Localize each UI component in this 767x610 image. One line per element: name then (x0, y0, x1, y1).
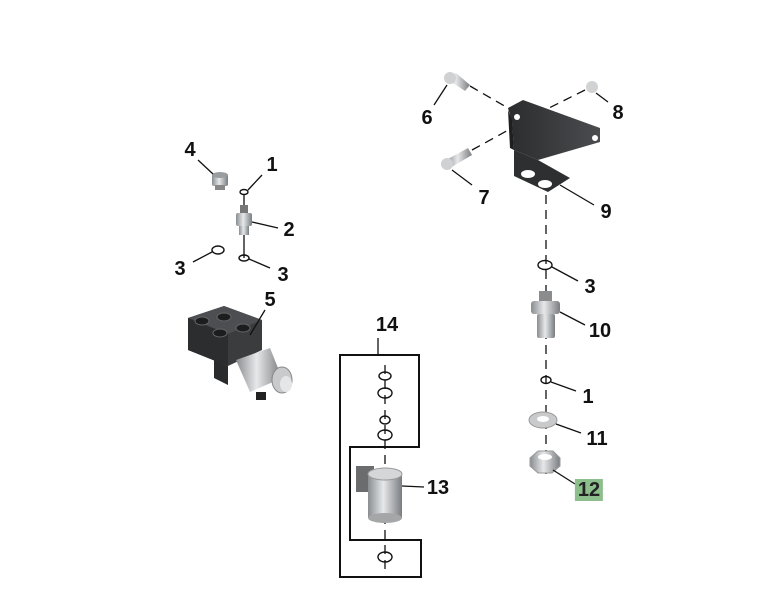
axis-line (544, 89, 586, 111)
part-13-spool[interactable] (356, 466, 403, 523)
callout-13[interactable]: 13 (426, 477, 450, 499)
part-6-bolt[interactable] (444, 72, 470, 91)
leader-1 (247, 174, 263, 191)
leader-1 (550, 381, 577, 392)
callout-11[interactable]: 11 (586, 428, 608, 450)
leader-5 (249, 309, 266, 336)
part-3-oring[interactable] (211, 245, 225, 255)
leader-12 (552, 469, 576, 485)
axis-line (471, 127, 513, 151)
callout-3[interactable]: 3 (174, 258, 186, 280)
callout-7[interactable]: 7 (478, 187, 490, 209)
leader-9 (559, 184, 595, 206)
part-1-oring[interactable] (239, 188, 249, 196)
callout-6[interactable]: 6 (421, 107, 433, 129)
part-7-bolt[interactable] (441, 148, 472, 170)
kit-oring[interactable] (377, 551, 393, 563)
leader-4 (197, 159, 214, 175)
part-3-oring[interactable] (238, 254, 250, 262)
leader-3 (248, 258, 271, 269)
part-9-bracket[interactable] (508, 100, 600, 192)
callout-10[interactable]: 10 (588, 320, 612, 342)
kit-oring[interactable] (379, 415, 391, 425)
callout-3[interactable]: 3 (277, 264, 289, 286)
callout-2[interactable]: 2 (283, 219, 295, 241)
part-10-fitting[interactable] (531, 291, 560, 338)
callout-12-highlighted[interactable]: 12 (574, 479, 604, 501)
leader-6 (433, 84, 448, 106)
kit-oring[interactable] (377, 429, 393, 441)
axis-line (469, 85, 516, 113)
part-1-oring[interactable] (540, 375, 552, 385)
callout-3[interactable]: 3 (584, 276, 596, 298)
leader-3 (192, 251, 213, 263)
part-2-fitting[interactable] (236, 205, 252, 235)
callout-1[interactable]: 1 (582, 386, 594, 408)
callout-9[interactable]: 9 (600, 201, 612, 223)
callout-5[interactable]: 5 (264, 289, 276, 311)
part-11-washer[interactable] (528, 411, 558, 429)
leader-3 (551, 266, 579, 282)
callout-14[interactable]: 14 (375, 314, 399, 336)
part-5-valve-block[interactable] (188, 306, 293, 400)
leader-7 (451, 169, 473, 186)
leader-13 (401, 485, 425, 488)
callout-1[interactable]: 1 (266, 154, 278, 176)
callout-8[interactable]: 8 (612, 102, 624, 124)
kit-14-outline (339, 354, 422, 578)
leader-11 (555, 423, 582, 434)
callout-4[interactable]: 4 (184, 139, 196, 161)
part-12-nut[interactable] (529, 450, 561, 474)
kit-oring[interactable] (377, 387, 393, 399)
leader-2 (251, 221, 279, 229)
part-8-nut[interactable] (586, 81, 598, 93)
kit-oring[interactable] (378, 371, 392, 381)
leader-8 (595, 92, 609, 103)
part-4-plug[interactable] (212, 172, 228, 190)
leader-10 (559, 311, 586, 326)
part-3-oring[interactable] (537, 259, 553, 271)
